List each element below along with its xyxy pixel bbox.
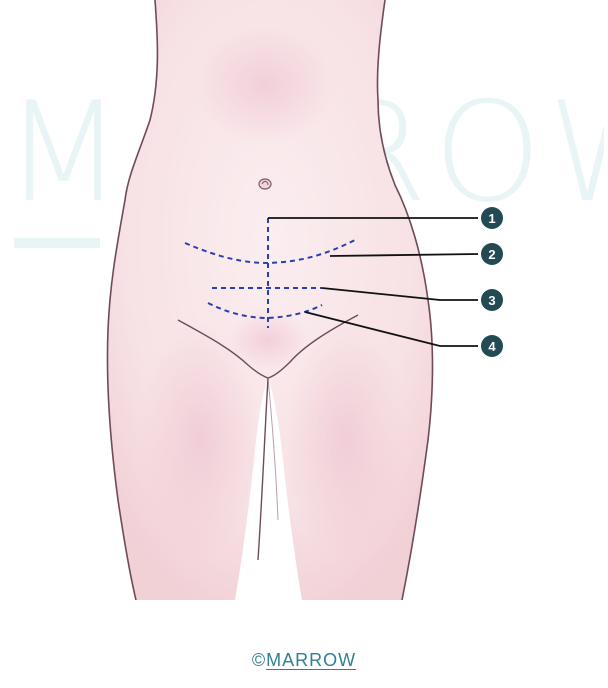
incision-2-curve [184,239,356,265]
pubic-shade [228,310,308,370]
leader-line-2 [329,253,479,257]
incision-4-curve [207,302,323,320]
callout-marker-4: 4 [481,335,503,357]
left-thigh-shade [140,320,260,560]
inner-thigh-line [257,377,269,561]
copyright-symbol: © [251,650,267,670]
callout-label-2: 2 [488,247,495,262]
brand-name: MARROW [266,650,357,670]
callout-marker-1: 1 [481,207,503,229]
navel-icon [258,178,272,190]
right-thigh-shade [285,320,405,560]
leader-line-3 [321,287,478,301]
callout-label-1: 1 [488,211,495,226]
inner-thigh-line-right [267,377,279,521]
left-inguinal-fold [177,319,269,379]
right-flank-outline [376,0,434,601]
callout-label-3: 3 [488,293,495,308]
left-flank-outline [106,0,159,601]
leader-line-4 [304,311,478,347]
right-inguinal-fold [267,314,359,379]
footer-brand: ©MARROW [0,650,608,671]
callout-marker-2: 2 [481,243,503,265]
upper-abdomen-shade [195,25,335,145]
callout-marker-3: 3 [481,289,503,311]
watermark-underline [14,238,100,248]
callout-label-4: 4 [488,339,496,354]
